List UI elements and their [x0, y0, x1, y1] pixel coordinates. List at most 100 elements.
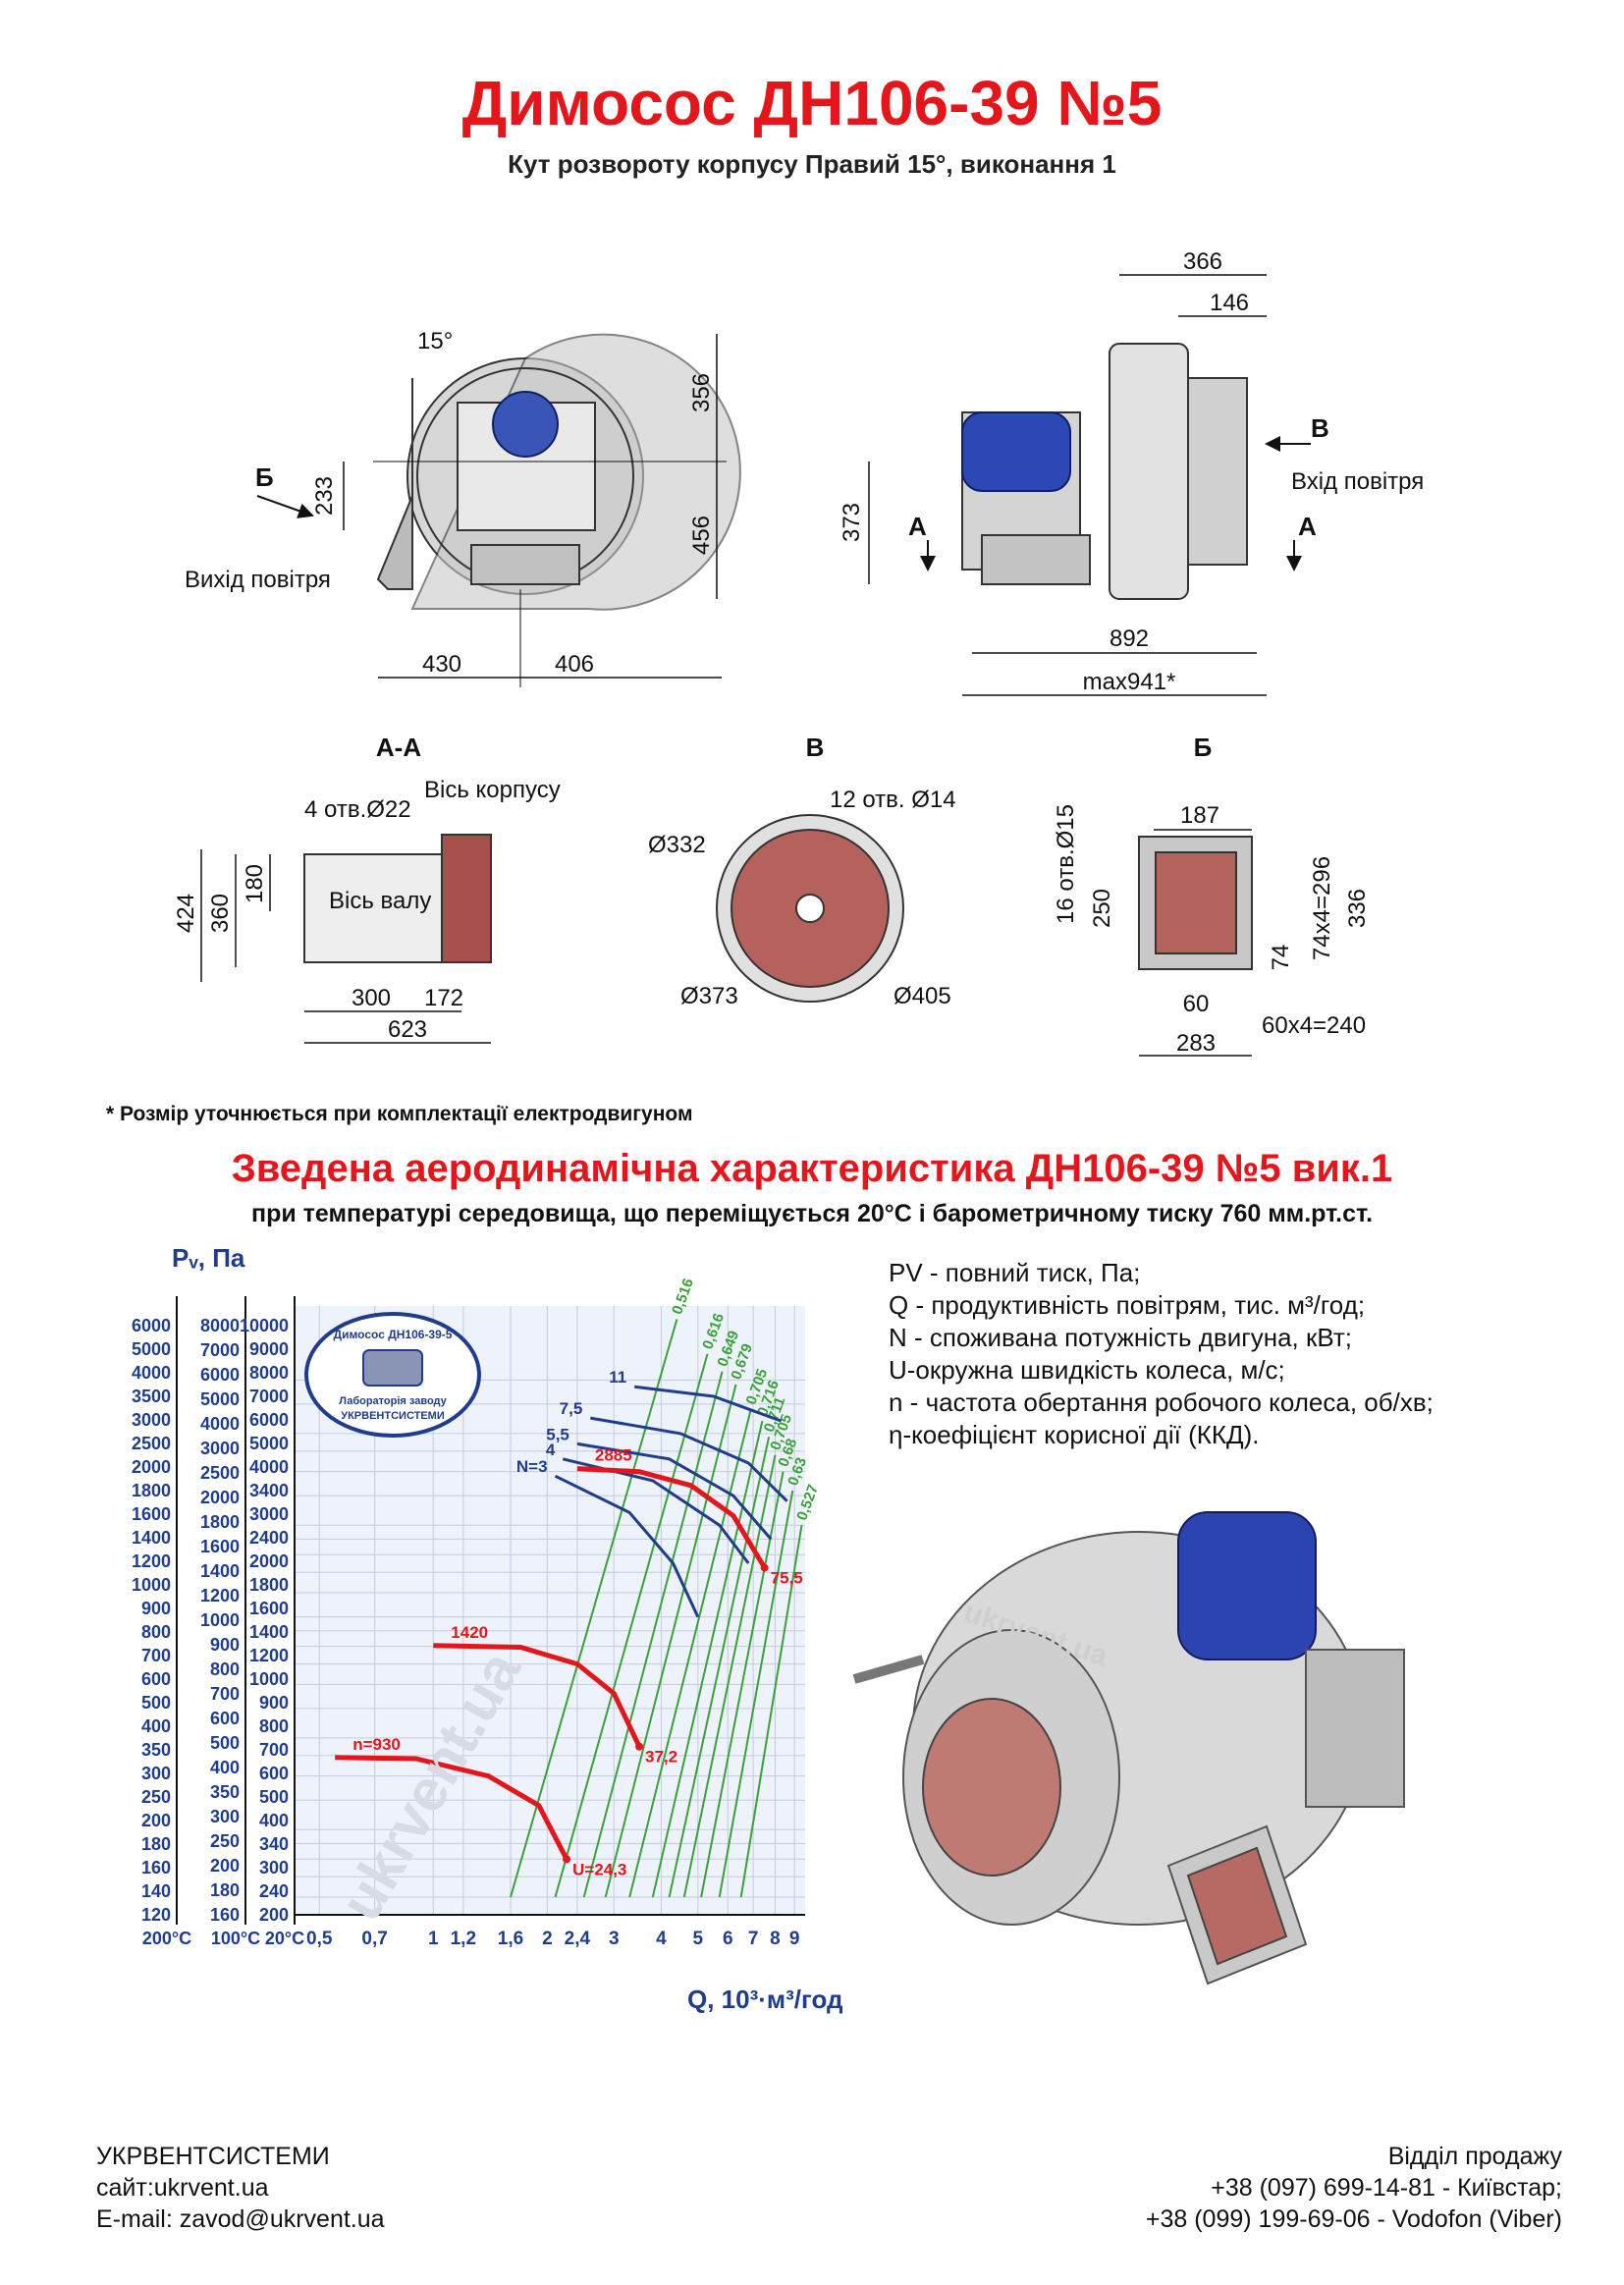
y-tick-label: 500: [141, 1693, 171, 1713]
v-d405: Ø405: [893, 983, 951, 1009]
aerodynamic-chart: 6000500040003500300025002000180016001400…: [132, 1243, 843, 2014]
side-motor-icon: [961, 411, 1071, 492]
b-dim-74: 74: [1268, 945, 1294, 971]
y-tick-label: 180: [210, 1880, 240, 1900]
efficiency-line: [582, 1371, 724, 1898]
y-tick-label: 120: [141, 1905, 171, 1925]
efficiency-line: [668, 1437, 771, 1898]
y-tick-label: 1800: [200, 1512, 240, 1532]
y-tick-label: 340: [259, 1834, 289, 1854]
power-curve: [590, 1416, 788, 1502]
y-tick-label: 600: [141, 1669, 171, 1689]
y-tick-label: 300: [141, 1764, 171, 1783]
footer-phone-1[interactable]: +38 (097) 699-14-81 - Київстар;: [1211, 2174, 1562, 2202]
page-subtitle: Кут розвороту корпусу Правий 15°, викона…: [508, 149, 1116, 179]
b-dim-187: 187: [1180, 802, 1219, 829]
footer-sales: Відділ продажу +38 (097) 699-14-81 - Киї…: [1146, 2141, 1562, 2235]
motor-icon: [1177, 1511, 1317, 1660]
y-tick-label: 240: [259, 1881, 289, 1901]
section-aa: А-А 4 отв.Ø22 Вісь корпусу Вісь валу 424…: [173, 733, 561, 1044]
inlet-label: Вхід повітря: [1291, 468, 1424, 495]
efficiency-line: [628, 1409, 752, 1898]
front-dim-406: 406: [555, 651, 594, 678]
front-dim-356: 356: [688, 373, 715, 412]
front-dim-233: 233: [311, 476, 338, 516]
b-holes: 16 отв.Ø15: [1053, 804, 1079, 924]
x-tick-label: 7: [748, 1929, 759, 1949]
y-tick-label: 3500: [132, 1387, 171, 1406]
x-tick-label: 2: [542, 1929, 553, 1949]
y-tick-label: 8000: [200, 1316, 240, 1335]
y-tick-label: 3000: [249, 1504, 289, 1524]
footer-site[interactable]: сайт:ukrvent.ua: [96, 2174, 269, 2202]
y-tick-label: 2000: [132, 1457, 171, 1477]
y-tick-label: 500: [210, 1733, 240, 1753]
y-tick-label: 3000: [200, 1439, 240, 1458]
x-tick-label: 9: [789, 1929, 800, 1949]
y-tick-label: 200: [259, 1905, 289, 1925]
lab-logo: Димосос ДН106-39-5 Лабораторія заводу УК…: [304, 1312, 481, 1438]
efficiency-lines: 0,5160,6160,6490,6790,7050,7160,7110,705…: [510, 1277, 822, 1898]
y-tick-label: 900: [141, 1599, 171, 1618]
y-tick-label: 600: [259, 1764, 289, 1783]
efficiency-line: [510, 1319, 678, 1898]
y-tick-label: 4000: [249, 1457, 289, 1477]
efficiency-line: [554, 1353, 709, 1898]
b-dim-240: 60x4=240: [1262, 1012, 1366, 1039]
power-curves: 117,55,54N=3: [516, 1368, 788, 1618]
x-tick-label: 1,6: [498, 1929, 523, 1949]
y-tick-label: 800: [141, 1622, 171, 1642]
chart-heading: Зведена аеродинамічна характеристика ДН1…: [231, 1147, 1393, 1190]
y-tick-label: 900: [210, 1635, 240, 1655]
front-arrow-label: Б: [255, 462, 274, 492]
footer-email[interactable]: E-mail: zavod@ukrvent.ua: [96, 2205, 385, 2233]
section-v-title: В: [806, 733, 825, 762]
performance-curve: [335, 1755, 569, 1861]
aa-shaft-axis: Вісь валу: [329, 888, 431, 914]
aa-dim-300: 300: [352, 985, 391, 1011]
power-curve: [554, 1474, 700, 1618]
legend-item: n - частота обертання робочого колеса, о…: [889, 1387, 1434, 1417]
chart-legend: PV - повний тиск, Па; Q - продуктивність…: [889, 1257, 1434, 1451]
footer-company: УКРВЕНТСИСТЕМИ: [96, 2143, 330, 2170]
side-view: 366 146 373 892 max941* В Вхід повітря А…: [839, 248, 1424, 696]
tip-speed-label: 37,2: [645, 1748, 677, 1767]
y-axis-temp-label: 20°С: [265, 1929, 304, 1948]
motor-icon: [492, 391, 559, 458]
efficiency-line: [718, 1490, 794, 1898]
efficiency-line: [739, 1525, 803, 1898]
side-dim-366: 366: [1183, 248, 1222, 275]
efficiency-line: [604, 1384, 737, 1898]
y-tick-label: 200: [210, 1856, 240, 1876]
tip-speed-label: U=24,3: [572, 1860, 626, 1878]
y-tick-label: 800: [259, 1716, 289, 1736]
section-b-title: Б: [1194, 733, 1213, 762]
curve-end-point: [563, 1855, 571, 1864]
b-dim-283: 283: [1176, 1030, 1216, 1057]
curve-end-point: [635, 1742, 644, 1751]
y-tick-label: 2500: [132, 1434, 171, 1453]
y-tick-label: 2400: [249, 1528, 289, 1548]
performance-curve: [576, 1466, 767, 1569]
footer-phone-2[interactable]: +38 (099) 199-69-06 - Vodofon (Viber): [1145, 2205, 1562, 2233]
side-label-a2: А: [1298, 512, 1317, 541]
side-dim-max941: max941*: [1083, 669, 1176, 695]
y-tick-label: 1600: [200, 1537, 240, 1556]
front-view: 356 456 233 430 406 15° Б Вихід повітря: [185, 328, 741, 687]
y-tick-label: 350: [210, 1782, 240, 1802]
x-tick-label: 0,5: [306, 1929, 333, 1949]
y-tick-label: 1000: [249, 1669, 289, 1689]
side-label-v: В: [1311, 413, 1329, 443]
performance-curve: [433, 1643, 642, 1748]
y-tick-label: 1200: [249, 1646, 289, 1665]
y-tick-label: 400: [141, 1716, 171, 1736]
footer-contacts: УКРВЕНТСИСТЕМИ сайт:ukrvent.ua E-mail: z…: [96, 2141, 385, 2235]
y-axes: 6000500040003500300025002000180016001400…: [132, 1296, 304, 1948]
b-dim-296: 74x4=296: [1309, 856, 1335, 960]
y-tick-label: 8000: [249, 1363, 289, 1383]
fan-illustration: ukrvent.ua: [852, 1511, 1405, 1986]
y-tick-label: 1400: [132, 1528, 171, 1548]
y-axis-temp-label: 100°С: [211, 1929, 260, 1948]
x-tick-label: 2,4: [565, 1929, 591, 1949]
